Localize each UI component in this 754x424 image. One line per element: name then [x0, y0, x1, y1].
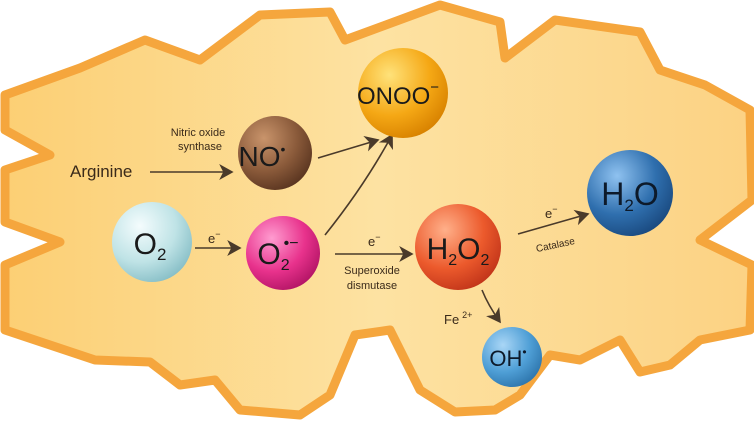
electron-label-2-base: e	[368, 234, 375, 249]
fe-sup: 2+	[462, 310, 472, 320]
oh-label-sup: •	[522, 345, 526, 359]
arrow-h2o2-to-oh	[481, 289, 501, 324]
o2-label-base: O	[134, 228, 157, 261]
electron-label-3-base: e	[545, 206, 552, 221]
onoo-sphere	[358, 48, 448, 138]
h2o2-s1: 2	[448, 252, 457, 269]
molecule-hydroxyl-radical: OH•	[482, 327, 542, 387]
onoo-label-base: ONOO	[357, 83, 430, 110]
molecule-superoxide: O2 •−	[246, 216, 320, 290]
electron-label-2-sup: −	[375, 232, 380, 242]
molecule-oxygen: O2	[112, 202, 192, 282]
superoxide-label-sub: 2	[281, 257, 290, 274]
o2-label: O2	[134, 228, 167, 264]
superoxide-label-sup: •−	[284, 235, 299, 252]
o2-sphere	[112, 202, 192, 282]
fe-base: Fe	[444, 312, 459, 327]
no-label-sup: •	[281, 141, 286, 157]
h2o2-sphere	[415, 204, 501, 290]
molecule-hydrogen-peroxide: H2O2	[415, 204, 501, 290]
molecule-arginine: Arginine	[70, 162, 132, 181]
enzyme-nos-line2: synthase	[178, 141, 222, 153]
electron-label-3-sup: −	[552, 204, 557, 214]
enzyme-sod-line2: dismutase	[347, 280, 397, 292]
h2o2-b: O	[457, 233, 480, 266]
electron-label-1: e−	[208, 229, 221, 246]
h2o2-label: H2O2	[427, 233, 490, 269]
h2o-label: H2O	[601, 176, 658, 215]
h2o2-s2: 2	[481, 252, 490, 269]
molecule-water: H2O	[587, 150, 673, 236]
no-label-base: NO	[239, 141, 281, 172]
h2o2-a: H	[427, 233, 449, 266]
h2o-b: O	[634, 176, 659, 212]
no-sphere	[238, 116, 312, 190]
superoxide-sphere	[246, 216, 320, 290]
molecule-no: NO•	[238, 116, 312, 190]
onoo-label: ONOO−	[357, 79, 439, 110]
h2o-sphere	[587, 150, 673, 236]
h2o-a: H	[601, 176, 624, 212]
electron-label-1-base: e	[208, 231, 215, 246]
molecule-peroxynitrite: ONOO−	[357, 48, 448, 138]
oh-sphere	[482, 327, 542, 387]
enzyme-sod-line1: Superoxide	[344, 265, 400, 277]
h2o-s1: 2	[624, 196, 633, 215]
oh-label-base: OH	[489, 346, 522, 371]
electron-label-1-sup: −	[215, 229, 220, 239]
oh-label: OH•	[489, 345, 526, 371]
superoxide-label: O2 •−	[257, 235, 298, 274]
electron-label-3: e−	[545, 204, 558, 221]
o2-label-sub: 2	[157, 245, 166, 264]
enzyme-nos-line1: Nitric oxide	[171, 127, 225, 139]
arrow-no-to-onoo	[317, 136, 380, 159]
superoxide-label-base: O	[257, 238, 280, 271]
electron-label-2: e−	[368, 232, 381, 249]
no-label: NO•	[239, 141, 286, 172]
arrow-superoxide-to-onoo	[324, 133, 393, 236]
onoo-label-sup: −	[430, 79, 439, 96]
arrow-h2o2-to-h2o	[517, 209, 590, 235]
